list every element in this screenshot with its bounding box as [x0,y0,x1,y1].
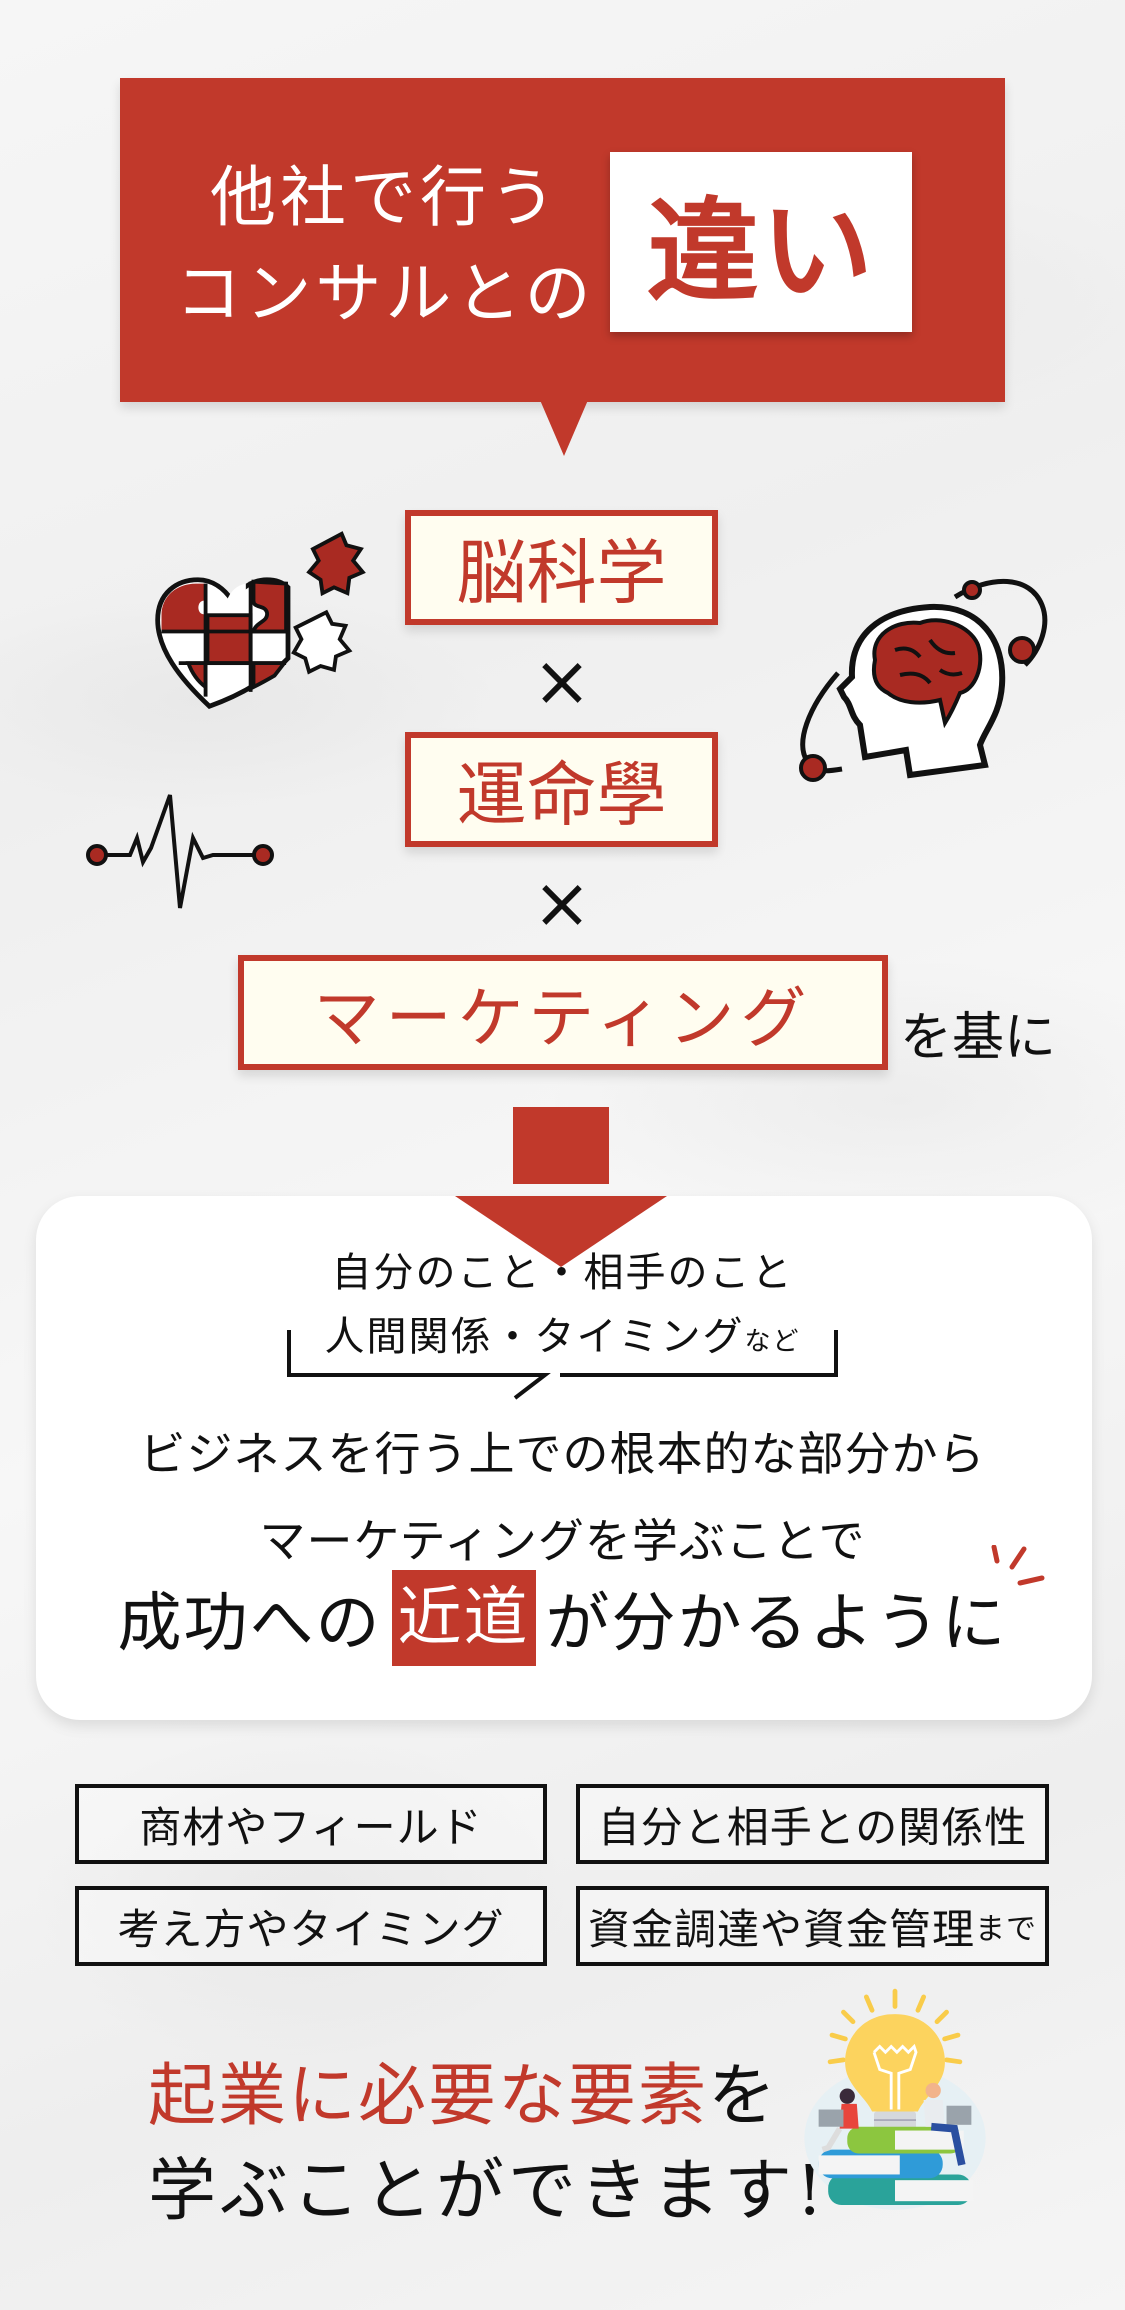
feature-label-small: まで [975,1912,1037,1947]
label-fortune-study-text: 運命學 [456,754,667,836]
header-highlight-text: 違い [647,186,875,317]
closing-black-text: を [708,2057,779,2136]
card-line-5: 成功への 近道 が分かるように [0,1570,1125,1666]
label-fortune-study: 運命學 [405,732,718,847]
times-operator-2: × [532,862,592,944]
closing-red-text: 起業に必要な要素 [148,2057,709,2136]
feature-label: 自分と相手との関係性 [597,1802,1028,1852]
closing-line-2: 学ぶことができます! [148,2152,828,2231]
summary-card [36,1196,1092,1720]
shortcut-highlight: 近道 [391,1570,536,1666]
header-title: 他社で行う コンサルとの [170,150,600,342]
feature-relationship: 自分と相手との関係性 [576,1784,1049,1864]
card-line-3: ビジネスを行う上での根本的な部分から [139,1427,986,1481]
feature-funding-management: 資金調達や資金管理まで [576,1886,1049,1966]
card-line-5-before: 成功への [117,1587,382,1661]
lightbulb-books-illustration [804,1988,986,2210]
sparkle-icon [991,1545,1045,1586]
feature-products-field: 商材やフィールド [75,1784,547,1864]
card-line-2-small: など [744,1327,801,1357]
card-line-5-after: が分かるように [545,1587,1008,1661]
feature-mindset-timing: 考え方やタイミング [75,1886,547,1966]
feature-label: 商材やフィールド [139,1802,483,1852]
card-line-1: 自分のこと・相手のこと [331,1250,794,1296]
down-arrow-icon [513,1107,609,1184]
label-marketing: マーケティング [238,955,888,1070]
label-neuroscience: 脳科学 [405,510,718,625]
brain-head-icon [799,578,1048,782]
speech-bracket [287,1330,838,1400]
header-line-1: 他社で行う [210,159,560,236]
heartbeat-icon [86,794,274,909]
puzzle-heart-icon [155,531,366,709]
header-highlight-box: 違い [610,152,912,332]
card-line-2: 人間関係・タイミングなど [0,1304,1125,1362]
card-line-2-main: 人間関係・タイミング [324,1314,745,1360]
label-marketing-text: マーケティング [313,979,813,1057]
down-arrow-head [455,1196,667,1267]
based-on-text: を基に [900,1008,1057,1068]
closing-line-1: 起業に必要な要素を [148,2040,778,2139]
card-line-4: マーケティングを学ぶことで [259,1514,866,1568]
banner-tail [540,400,588,456]
feature-label: 考え方やタイミング [117,1904,505,1954]
header-line-2: コンサルとの [175,255,595,332]
label-neuroscience-text: 脳科学 [456,532,667,614]
feature-label: 資金調達や資金管理 [587,1904,975,1954]
times-operator-1: × [532,640,592,722]
